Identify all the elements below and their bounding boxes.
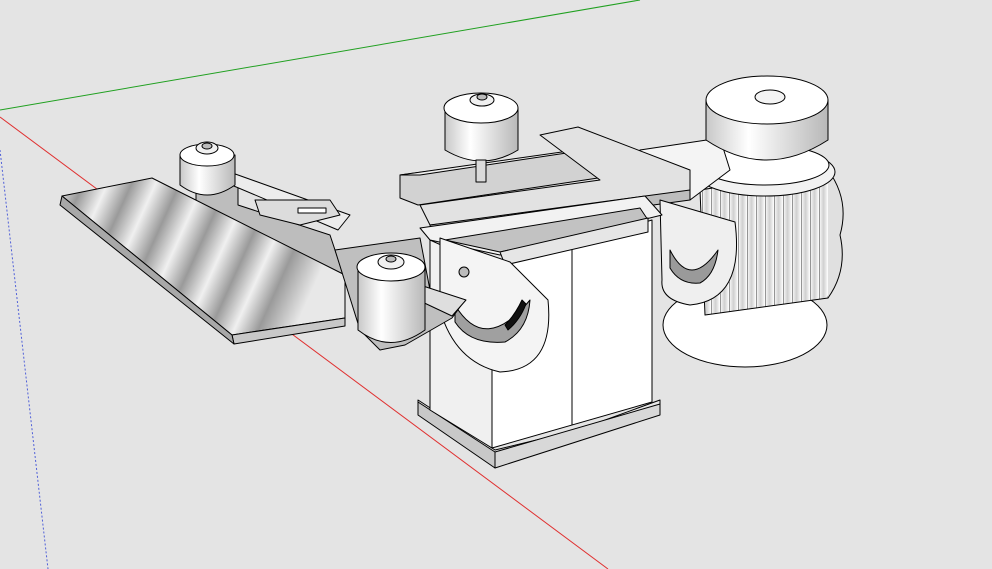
top-center-roller-bolt-head xyxy=(476,93,488,101)
top-center-roller-top xyxy=(443,92,519,124)
front-roller-assembly[interactable] xyxy=(334,237,467,351)
upper-left-roller-bolt-head xyxy=(201,142,213,150)
front-u-bracket[interactable] xyxy=(439,237,550,373)
motor-body-rim xyxy=(827,169,844,299)
rear-u-bracket[interactable] xyxy=(659,199,737,306)
top-center-roller-post xyxy=(475,159,487,183)
green-axis xyxy=(0,0,641,111)
front-u-bracket-pivot-hole xyxy=(458,266,470,278)
front-u-bracket-cutout xyxy=(454,299,531,343)
housing-base-side xyxy=(417,401,496,469)
motor-shaft-hole xyxy=(754,89,786,105)
motor-assembly[interactable] xyxy=(639,75,844,368)
front-u-bracket-slot xyxy=(504,299,527,331)
top-left-guide-assembly[interactable] xyxy=(179,141,351,281)
feed-table[interactable] xyxy=(59,177,346,345)
machine-model[interactable] xyxy=(59,75,844,469)
front-roller-bolt-head xyxy=(385,255,397,263)
front-roller-side xyxy=(357,267,426,343)
rear-u-bracket-cutout xyxy=(669,249,719,284)
feed-table-left-edge xyxy=(59,195,235,345)
slot xyxy=(297,207,327,214)
